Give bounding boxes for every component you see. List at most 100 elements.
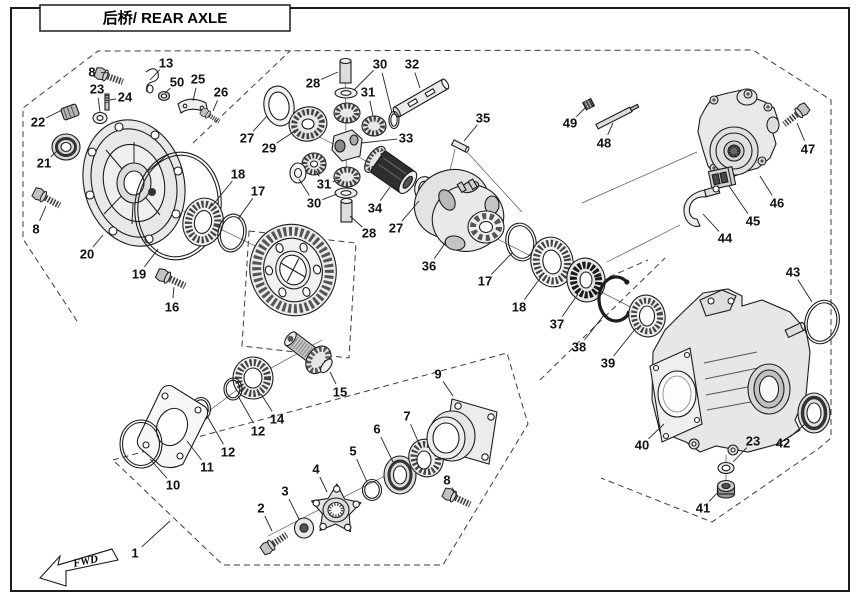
svg-text:3: 3 [281, 484, 288, 499]
svg-text:38: 38 [572, 340, 586, 355]
svg-text:25: 25 [191, 72, 205, 87]
divider-dashed-left [192, 50, 291, 144]
divider-dashed-right [539, 257, 666, 381]
bearing-14 [232, 356, 274, 400]
callout-30: 30 [353, 57, 393, 114]
callout-27: 27 [240, 115, 268, 146]
fwd-arrow: FWD [39, 548, 119, 587]
plug-49 [581, 97, 596, 111]
gearcase-housing-40 [649, 288, 811, 456]
svg-text:2: 2 [257, 501, 264, 516]
callout-23: 23 [732, 434, 760, 463]
svg-text:35: 35 [476, 111, 490, 126]
callout-31: 31 [361, 85, 375, 117]
svg-text:28: 28 [362, 226, 376, 241]
oil-seal-42 [797, 392, 831, 434]
thrust-washer-30a [334, 87, 358, 99]
bevel-gear-31d [333, 166, 361, 188]
callout-2: 2 [257, 501, 273, 532]
svg-text:23: 23 [746, 434, 760, 449]
svg-text:47: 47 [801, 142, 815, 157]
svg-text:27: 27 [389, 221, 403, 236]
callout-21: 21 [37, 150, 58, 171]
callout-39: 39 [601, 327, 637, 371]
wire-clip-13 [145, 68, 159, 94]
diff-carrier-36 [413, 168, 505, 252]
callout-35: 35 [463, 111, 490, 142]
side-gear-29 [288, 106, 328, 142]
svg-text:5: 5 [349, 444, 356, 459]
actuator-motor-46 [697, 88, 780, 179]
svg-text:37: 37 [550, 317, 564, 332]
callout-13: 13 [149, 56, 173, 81]
svg-text:33: 33 [399, 131, 413, 146]
svg-text:36: 36 [422, 259, 436, 274]
callout-17: 17 [478, 252, 513, 289]
callout-45: 45 [728, 185, 760, 229]
svg-text:28: 28 [306, 76, 320, 91]
svg-text:20: 20 [80, 247, 94, 262]
svg-text:40: 40 [635, 438, 649, 453]
svg-text:29: 29 [262, 141, 276, 156]
washer-50 [157, 90, 171, 102]
svg-text:24: 24 [118, 90, 133, 105]
outer-dashed-boundary [22, 49, 832, 523]
callout-49: 49 [563, 107, 586, 131]
svg-text:48: 48 [597, 136, 611, 151]
svg-text:18: 18 [231, 167, 245, 182]
shaft-32 [392, 78, 450, 118]
svg-text:45: 45 [746, 214, 760, 229]
callout-14: 14 [260, 393, 285, 427]
hub-carrier-9 [426, 398, 498, 465]
svg-text:1: 1 [131, 546, 138, 561]
seal-21 [51, 133, 81, 161]
wheel-hub-4 [311, 483, 362, 533]
svg-text:46: 46 [770, 196, 784, 211]
svg-text:21: 21 [37, 156, 51, 171]
pin-28a [339, 57, 352, 84]
callout-26: 26 [212, 85, 228, 112]
callout-12: 12 [206, 415, 235, 460]
washer-27a [263, 85, 295, 127]
svg-text:15: 15 [333, 385, 347, 400]
callout-4: 4 [312, 462, 328, 493]
gasket-11 [136, 384, 209, 469]
svg-text:10: 10 [166, 478, 180, 493]
svg-text:30: 30 [307, 196, 321, 211]
title-block: 后桥/ REAR AXLE [39, 4, 291, 32]
callout-15: 15 [329, 371, 347, 400]
callout-11: 11 [186, 440, 214, 475]
svg-text:30: 30 [373, 57, 387, 72]
svg-text:7: 7 [403, 409, 410, 424]
bevel-gear-31b [361, 115, 387, 137]
svg-text:17: 17 [251, 184, 265, 199]
svg-text:12: 12 [221, 445, 235, 460]
hub-group-boundary [112, 352, 529, 566]
svg-text:11: 11 [200, 460, 214, 475]
divider-dashed-right2 [599, 259, 649, 282]
callout-10: 10 [149, 458, 180, 493]
svg-text:16: 16 [165, 300, 179, 315]
callout-17: 17 [237, 184, 265, 220]
pin-35 [450, 139, 470, 153]
svg-text:6: 6 [373, 422, 380, 437]
svg-text:22: 22 [31, 115, 45, 130]
callout-1: 1 [131, 520, 171, 561]
svg-text:34: 34 [368, 201, 383, 216]
pinion-gear-15 [284, 331, 333, 375]
callout-8: 8 [32, 205, 47, 237]
callout-46: 46 [759, 175, 784, 211]
svg-text:50: 50 [170, 75, 184, 90]
svg-text:41: 41 [696, 501, 710, 516]
bearing-18b [530, 236, 574, 288]
svg-text:14: 14 [270, 412, 285, 427]
callout-32: 32 [405, 57, 421, 89]
callout-12: 12 [237, 395, 265, 439]
callout-37: 37 [550, 293, 579, 332]
washer-30c [289, 162, 307, 184]
svg-text:19: 19 [132, 267, 146, 282]
callout-6: 6 [373, 422, 394, 463]
callout-40: 40 [635, 423, 665, 453]
callout-16: 16 [165, 286, 179, 315]
